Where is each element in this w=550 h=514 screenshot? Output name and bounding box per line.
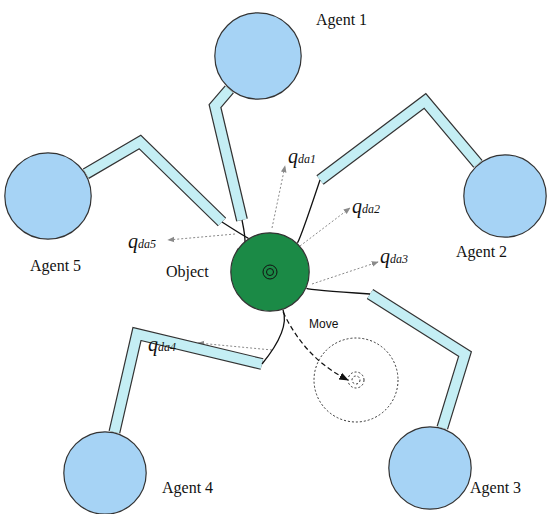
object-circle: Object bbox=[230, 232, 310, 312]
agent-circle: Agent 5 bbox=[4, 152, 92, 240]
circle-outline bbox=[388, 426, 472, 510]
circle-outline bbox=[230, 232, 310, 312]
node-label: Agent 1 bbox=[316, 12, 367, 28]
circle-outline bbox=[4, 152, 92, 240]
node-label: Agent 3 bbox=[470, 480, 521, 496]
arm-connector bbox=[306, 288, 465, 427]
circle-outline bbox=[463, 154, 547, 238]
direction-label: qda3 bbox=[380, 246, 408, 266]
agent-circle: Agent 2 bbox=[463, 154, 547, 238]
target-position bbox=[314, 338, 398, 422]
node-label: Object bbox=[166, 264, 209, 280]
direction-label: qda1 bbox=[288, 146, 316, 166]
agent-circle: Agent 3 bbox=[388, 426, 472, 510]
arm-connector bbox=[86, 142, 249, 238]
direction-label: qda5 bbox=[128, 231, 156, 251]
direction-label: qda4 bbox=[148, 334, 176, 354]
arm-connector bbox=[297, 101, 478, 243]
motion-label: Move bbox=[308, 318, 339, 330]
circle-outline bbox=[214, 12, 302, 100]
agent-circle: Agent 4 bbox=[63, 431, 147, 514]
node-label: Agent 2 bbox=[456, 244, 507, 260]
node-label: Agent 4 bbox=[162, 480, 213, 496]
agent-circle: Agent 1 bbox=[214, 12, 302, 100]
direction-label: qda2 bbox=[352, 196, 380, 216]
node-label: Agent 5 bbox=[30, 258, 81, 274]
circle-outline bbox=[63, 431, 147, 514]
arm-connector bbox=[114, 310, 284, 432]
